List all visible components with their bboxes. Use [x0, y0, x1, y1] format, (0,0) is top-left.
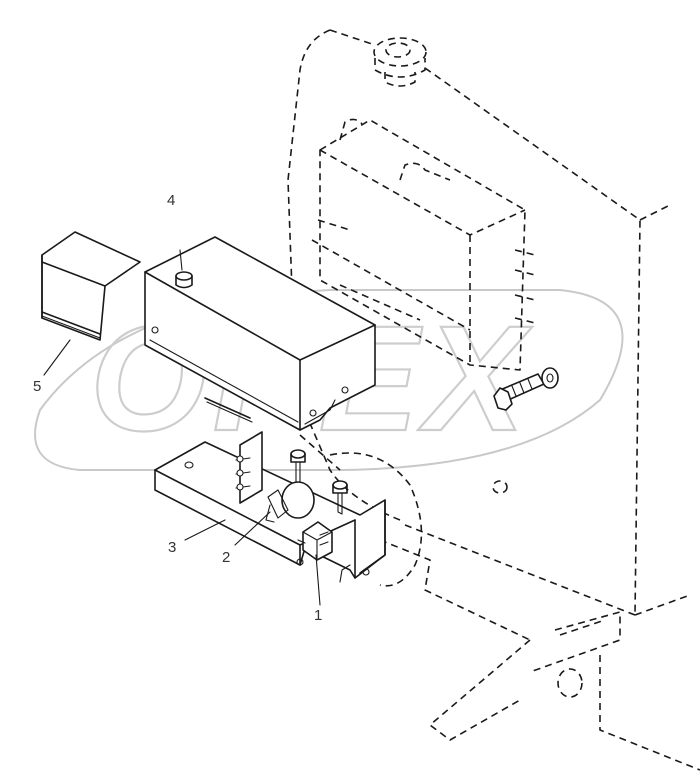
washer: [541, 367, 559, 389]
part-1-switch: [297, 521, 333, 561]
leader-lines: [43, 249, 321, 606]
callouts: 4 5 3 2 1: [33, 192, 322, 624]
part-4-housing: [144, 236, 376, 431]
part-5-cover: [41, 231, 141, 341]
callout-5: 5: [33, 378, 41, 395]
callout-2: 2: [222, 549, 230, 566]
callout-3: 3: [168, 539, 176, 556]
part-2-relay: [265, 481, 315, 523]
callout-1: 1: [314, 607, 322, 624]
frame-outline: [287, 29, 700, 771]
callout-4: 4: [167, 192, 175, 209]
